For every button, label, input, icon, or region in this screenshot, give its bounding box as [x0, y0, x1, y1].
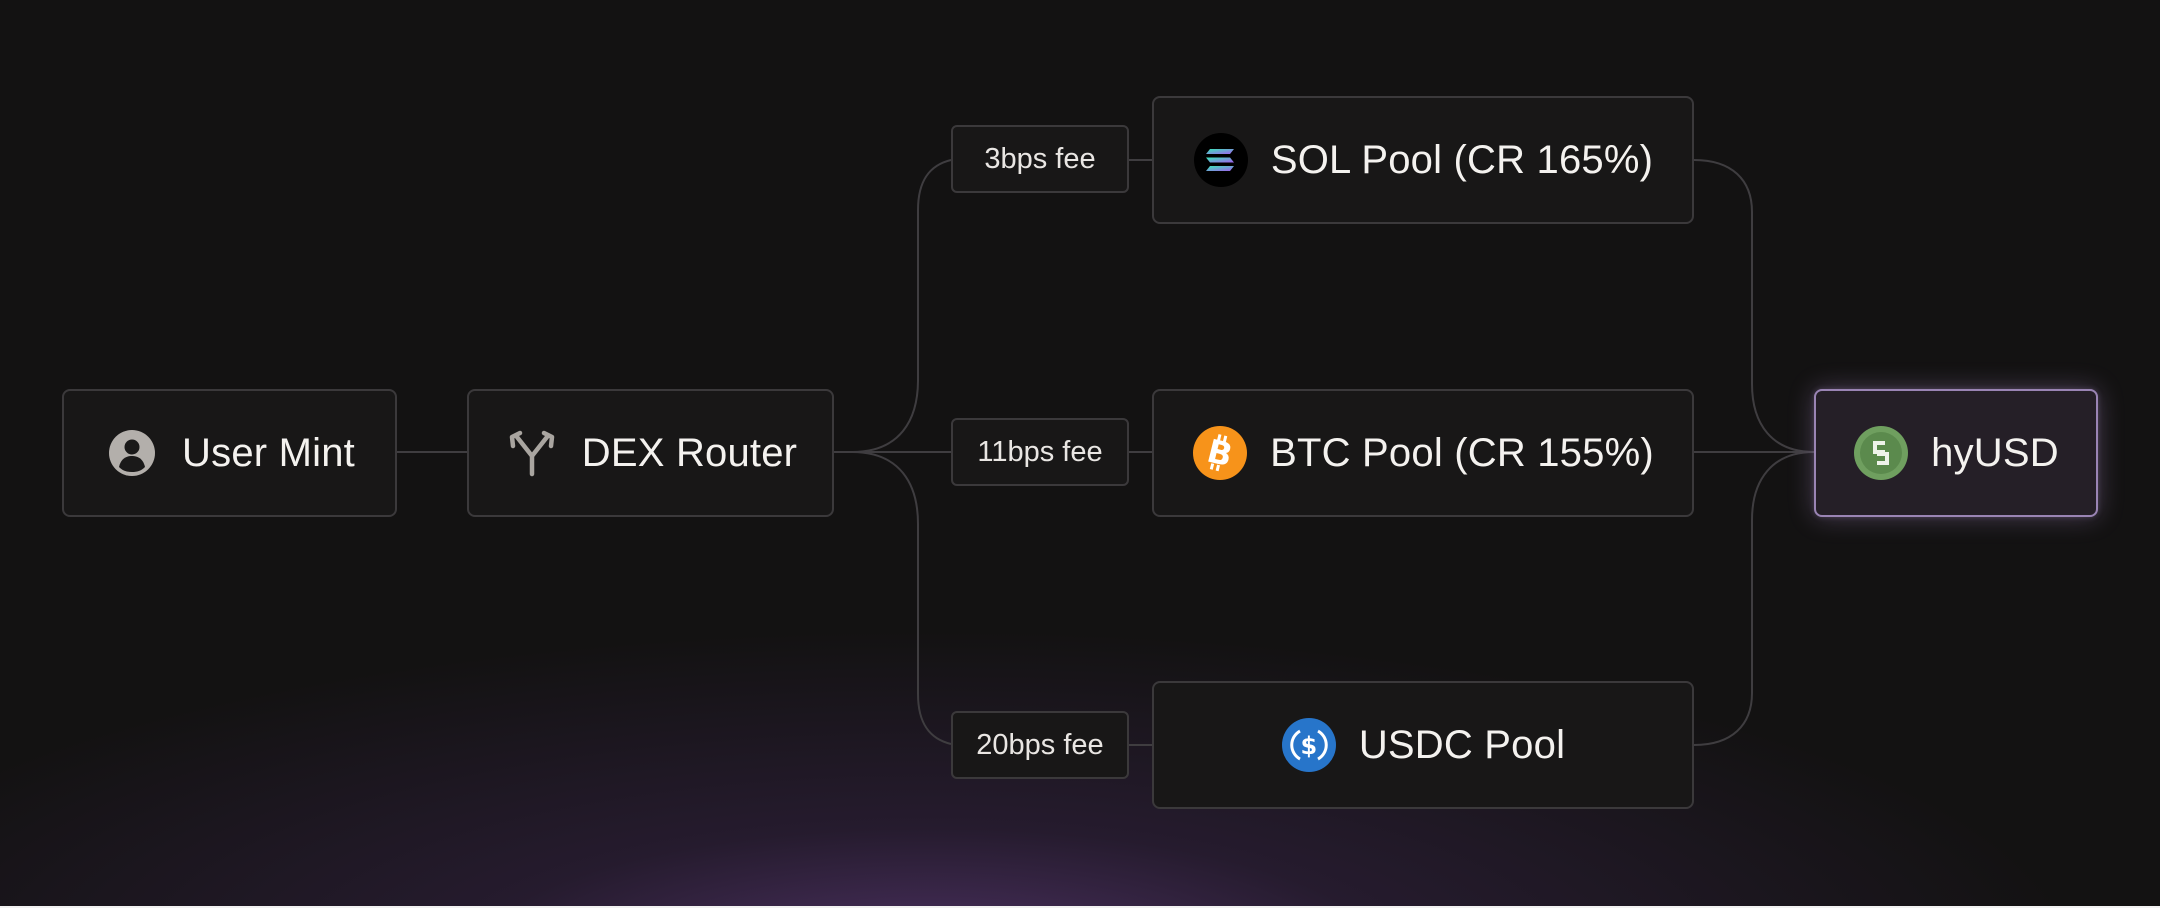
node-user-mint[interactable]: User Mint [62, 389, 397, 517]
node-label: BTC Pool (CR 155%) [1270, 430, 1654, 475]
svg-text:$: $ [1300, 732, 1317, 760]
node-label: DEX Router [581, 430, 798, 475]
node-label: USDC Pool [1358, 722, 1566, 767]
solana-logo-icon [1193, 132, 1249, 188]
fee-label-usdc: 20bps fee [951, 711, 1129, 779]
node-hyusd[interactable]: hyUSD [1814, 389, 2098, 517]
route-split-icon [504, 425, 560, 481]
bottom-edge [0, 906, 2160, 908]
hyusd-logo-icon [1853, 425, 1909, 481]
edge-sol-to-hyusd [1693, 159, 1815, 453]
node-usdc-pool[interactable]: $ USDC Pool [1152, 681, 1694, 809]
user-circle-icon [104, 425, 160, 481]
node-label: SOL Pool (CR 165%) [1270, 137, 1654, 182]
edge-usdc-to-hyusd [1693, 451, 1815, 746]
node-dex-router[interactable]: DEX Router [467, 389, 834, 517]
edge-router-to-sol [834, 159, 952, 453]
fee-label-btc: 11bps fee [951, 418, 1129, 486]
node-label: User Mint [182, 430, 355, 475]
bitcoin-logo-icon: B [1192, 425, 1248, 481]
node-btc-pool[interactable]: B BTC Pool (CR 155%) [1152, 389, 1694, 517]
usdc-logo-icon: $ [1281, 717, 1337, 773]
node-label: hyUSD [1931, 430, 2059, 475]
edge-router-to-usdc [834, 451, 952, 745]
node-sol-pool[interactable]: SOL Pool (CR 165%) [1152, 96, 1694, 224]
fee-label-sol: 3bps fee [951, 125, 1129, 193]
